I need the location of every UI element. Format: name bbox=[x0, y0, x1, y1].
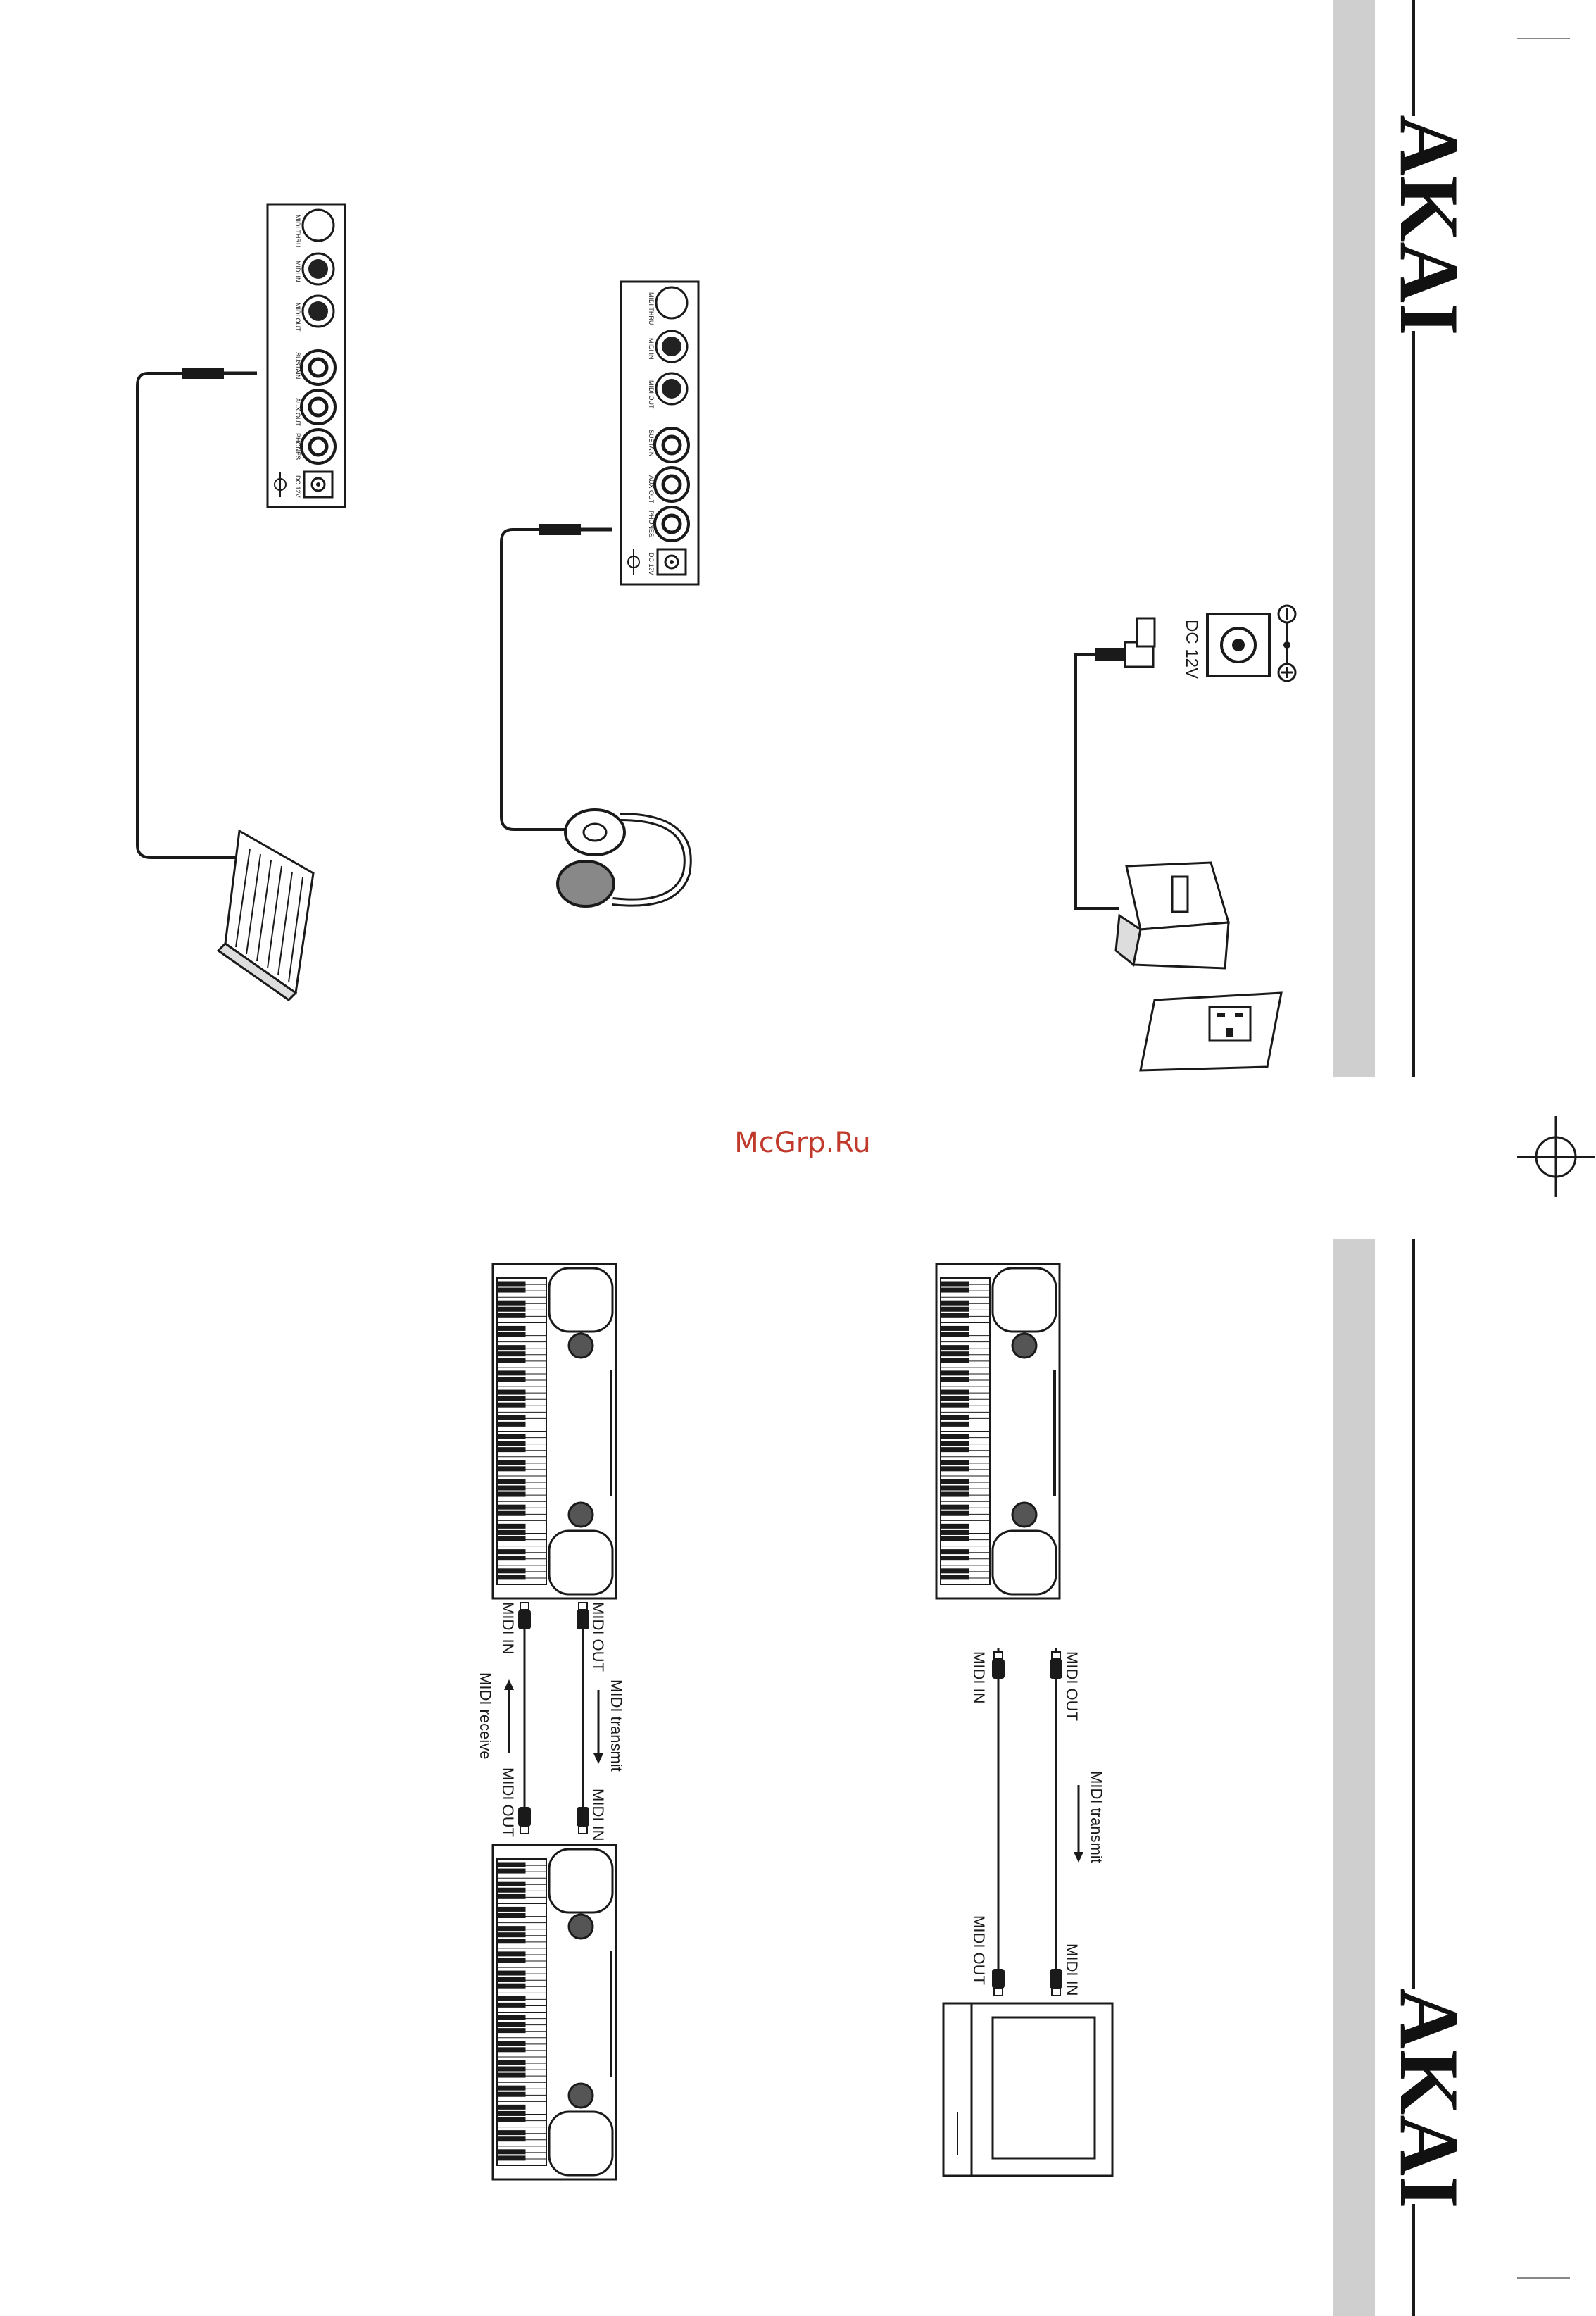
brand-logo-bottom: AKAI bbox=[1383, 1988, 1476, 2208]
computer-midi-in-label: MIDI IN bbox=[1063, 1943, 1081, 1996]
midi-link-computer: MIDI OUT MIDI IN MIDI transmit MIDI IN M… bbox=[970, 1648, 1105, 1996]
svg-text:MIDI THRU: MIDI THRU bbox=[648, 292, 655, 325]
svg-text:MIDI THRU: MIDI THRU bbox=[294, 215, 301, 247]
svg-text:MIDI OUT: MIDI OUT bbox=[294, 303, 301, 332]
computer bbox=[943, 2003, 1112, 2176]
midi-in-label-a: MIDI IN bbox=[499, 1602, 517, 1655]
registration-mark bbox=[1517, 1116, 1595, 1197]
midi-out-label-a: MIDI OUT bbox=[589, 1602, 607, 1672]
keyboard-c bbox=[936, 1264, 1060, 1598]
dc-label: DC 12V bbox=[1182, 620, 1201, 679]
svg-text:AUX OUT: AUX OUT bbox=[648, 475, 655, 504]
side-band-top bbox=[1333, 0, 1375, 1077]
wall-outlet bbox=[1141, 993, 1281, 1070]
svg-text:AUX OUT: AUX OUT bbox=[294, 398, 301, 427]
midi-link-keyboards: MIDI OUT MIDI IN MIDI transmit MIDI rece… bbox=[477, 1602, 625, 1841]
watermark: McGrp.Ru bbox=[725, 1127, 880, 1159]
svg-text:PHONES: PHONES bbox=[294, 433, 301, 460]
headphone-cable bbox=[501, 524, 612, 830]
svg-text:SUSTAIN: SUSTAIN bbox=[294, 352, 301, 379]
midi-out-label-b: MIDI OUT bbox=[499, 1767, 517, 1837]
svg-text:PHONES: PHONES bbox=[648, 511, 655, 537]
midi-receive-label: MIDI receive bbox=[477, 1672, 494, 1759]
rear-panel-sustain: MIDI THRU MIDI IN MIDI OUT SUSTAIN AUX O… bbox=[268, 204, 345, 507]
side-band-bottom bbox=[1333, 1239, 1375, 2316]
dc-input-jack: DC 12V bbox=[1182, 606, 1295, 681]
svg-text:SUSTAIN: SUSTAIN bbox=[648, 430, 655, 456]
keyboard-b bbox=[493, 1845, 616, 2179]
svg-text:MIDI OUT: MIDI OUT bbox=[648, 380, 655, 409]
headphones bbox=[558, 810, 688, 906]
keyboard-a bbox=[493, 1264, 616, 1598]
kb-midi-in-label: MIDI IN bbox=[970, 1651, 988, 1704]
midi-transmit-label: MIDI transmit bbox=[608, 1679, 625, 1772]
svg-text:MIDI IN: MIDI IN bbox=[294, 261, 301, 282]
svg-text:DC 12V: DC 12V bbox=[648, 553, 655, 575]
power-adapter bbox=[1116, 863, 1229, 968]
brand-logo-top: AKAI bbox=[1383, 115, 1476, 335]
midi-in-label-b: MIDI IN bbox=[589, 1789, 607, 1841]
computer-midi-out-label: MIDI OUT bbox=[970, 1915, 988, 1985]
sustain-cable bbox=[137, 368, 257, 858]
midi-transmit-label-2: MIDI transmit bbox=[1088, 1771, 1105, 1863]
svg-text:MIDI IN: MIDI IN bbox=[648, 338, 655, 360]
rear-panel-phones: MIDI THRU MIDI IN MIDI OUT SUSTAIN AUX O… bbox=[621, 282, 698, 584]
kb-midi-out-label: MIDI OUT bbox=[1063, 1651, 1081, 1721]
svg-text:DC 12V: DC 12V bbox=[294, 475, 301, 498]
